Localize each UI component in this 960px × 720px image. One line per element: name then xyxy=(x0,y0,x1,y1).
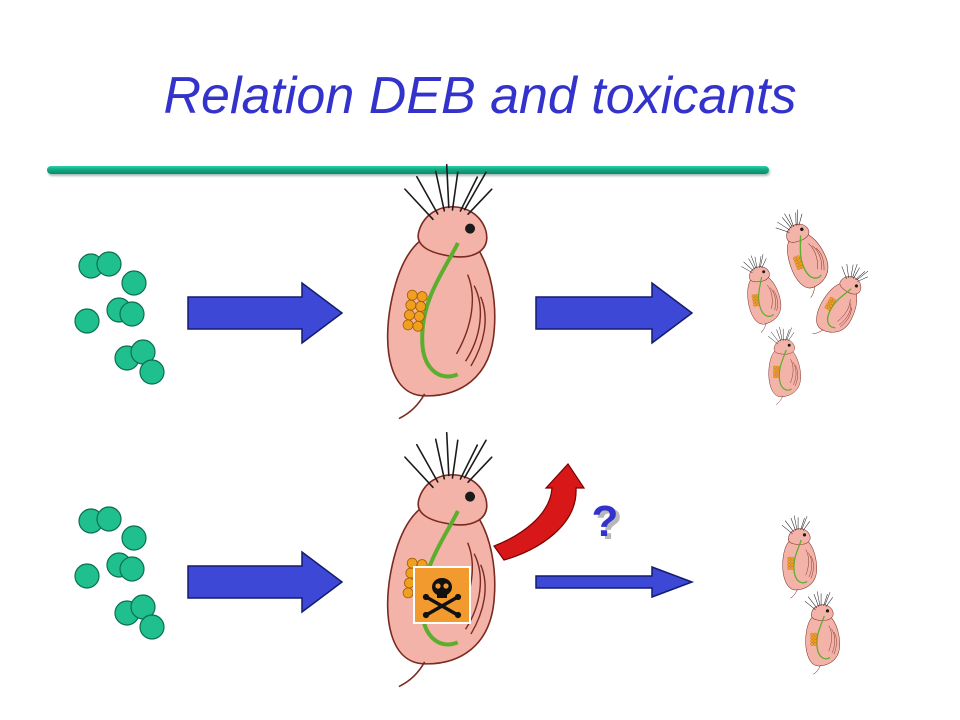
arrow-daphnia-to-offspring-top xyxy=(535,281,694,345)
skull-crossbones-icon xyxy=(422,578,462,619)
arrow-food-to-daphnia-top xyxy=(187,281,344,345)
question-mark: ? xyxy=(591,497,619,546)
food-cluster-top xyxy=(74,251,165,385)
slide-title: Relation DEB and toxicants xyxy=(163,67,797,125)
title-underline xyxy=(47,166,769,174)
daphnia-offspring xyxy=(804,591,841,675)
daphnia-offspring xyxy=(781,515,818,599)
food-cell xyxy=(121,270,147,296)
daphnia-offspring xyxy=(771,204,838,302)
daphnia-adult-bottom xyxy=(371,425,519,701)
curved-arrow-effect xyxy=(493,463,586,561)
food-cluster-bottom xyxy=(74,506,165,640)
daphnia-offspring xyxy=(739,251,786,335)
toxicant-symbol xyxy=(413,566,471,624)
food-cell xyxy=(121,525,147,551)
arrow-daphnia-to-offspring-bottom xyxy=(535,565,695,599)
food-cell xyxy=(96,506,122,532)
food-cell xyxy=(74,563,100,589)
food-cell xyxy=(139,614,165,640)
daphnia-offspring xyxy=(767,326,802,406)
food-cell xyxy=(74,308,100,334)
food-cell xyxy=(139,359,165,385)
food-cell xyxy=(96,251,122,277)
food-cell xyxy=(119,301,145,327)
offspring-group-bottom xyxy=(781,515,841,675)
food-cell xyxy=(119,556,145,582)
offspring-group-top xyxy=(739,204,878,406)
daphnia-adult-top xyxy=(371,157,519,433)
arrow-food-to-daphnia-bottom xyxy=(187,550,344,614)
